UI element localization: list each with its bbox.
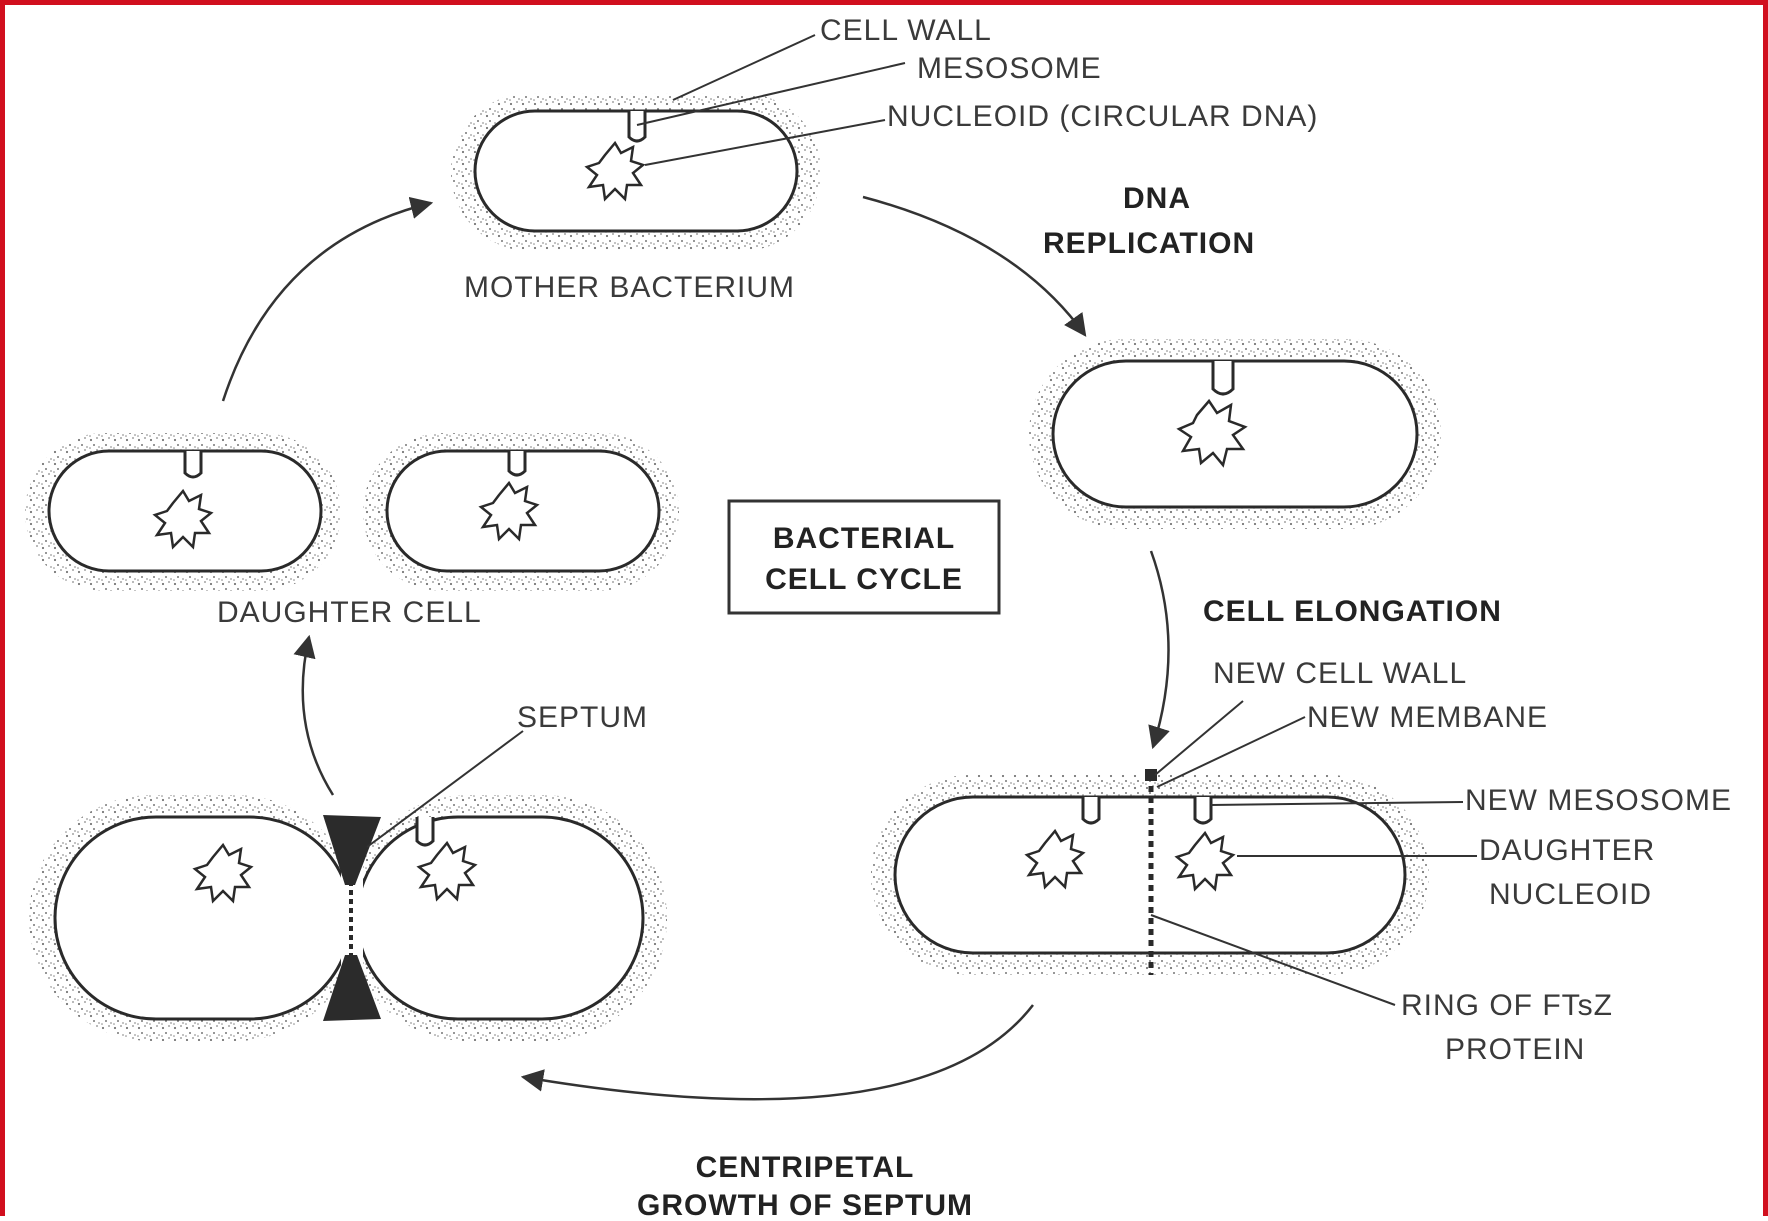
label-replication: REPLICATION xyxy=(1043,227,1255,260)
arrow-replication-to-elongation xyxy=(1151,551,1169,747)
label-mesosome: MESOSOME xyxy=(917,52,1102,85)
label-mother-bacterium: MOTHER BACTERIUM xyxy=(464,271,795,304)
label-cell-elongation: CELL ELONGATION xyxy=(1203,595,1502,628)
bacterial-cell-cycle-diagram: CELL WALL MESOSOME NUCLEOID (CIRCULAR DN… xyxy=(5,5,1763,1221)
title-line-1: BACTERIAL xyxy=(773,522,955,555)
label-new-mesosome: NEW MESOSOME xyxy=(1465,784,1732,817)
label-dna: DNA xyxy=(1123,182,1191,215)
new-mesosome xyxy=(1195,797,1211,823)
cell-wall-leader xyxy=(673,35,815,100)
title-line-2: CELL CYCLE xyxy=(765,563,963,596)
elongation-mesosome-left xyxy=(1083,797,1099,823)
new-cell-wall-leader xyxy=(1155,701,1243,775)
septum-cells: SEPTUM xyxy=(29,701,667,1041)
arrow-mother-to-replication xyxy=(863,197,1085,335)
label-septum: SEPTUM xyxy=(517,701,648,734)
label-new-membrane: NEW MEMBANE xyxy=(1307,701,1548,734)
daughter-left-mesosome xyxy=(185,451,201,477)
label-protein: PROTEIN xyxy=(1445,1033,1585,1066)
label-ring-of-ftsz: RING OF FTsZ xyxy=(1401,989,1613,1022)
title-box-border xyxy=(729,501,999,613)
title-box: BACTERIAL CELL CYCLE xyxy=(729,501,999,613)
label-daughter: DAUGHTER xyxy=(1479,834,1655,867)
mother-mesosome xyxy=(629,111,645,141)
septum-right-membrane xyxy=(357,817,643,1019)
septum-left-membrane xyxy=(55,817,351,1019)
label-cell-wall: CELL WALL xyxy=(820,14,992,47)
replication-mesosome xyxy=(1213,361,1233,394)
replication-cell: DNA REPLICATION xyxy=(1029,182,1441,529)
label-nucleoid: NUCLEOID (CIRCULAR DNA) xyxy=(887,100,1318,133)
elongation-cell: CELL ELONGATION NEW CELL WALL NEW MEMBAN… xyxy=(871,595,1732,1066)
label-daughter-cell: DAUGHTER CELL xyxy=(217,596,482,629)
label-new-cell-wall: NEW CELL WALL xyxy=(1213,657,1467,690)
arrow-daughters-to-mother xyxy=(223,203,431,401)
label-centripetal: CENTRIPETAL xyxy=(696,1151,915,1184)
daughter-right-mesosome xyxy=(509,451,525,475)
septum-mesosome xyxy=(417,817,433,845)
daughter-cells: DAUGHTER CELL xyxy=(25,433,679,629)
arrow-septum-to-daughters xyxy=(303,637,333,795)
label-growth-of-septum: GROWTH OF SEPTUM xyxy=(637,1189,973,1221)
mother-bacterium: CELL WALL MESOSOME NUCLEOID (CIRCULAR DN… xyxy=(451,14,1318,304)
label-nucleoid-2: NUCLEOID xyxy=(1489,878,1652,911)
